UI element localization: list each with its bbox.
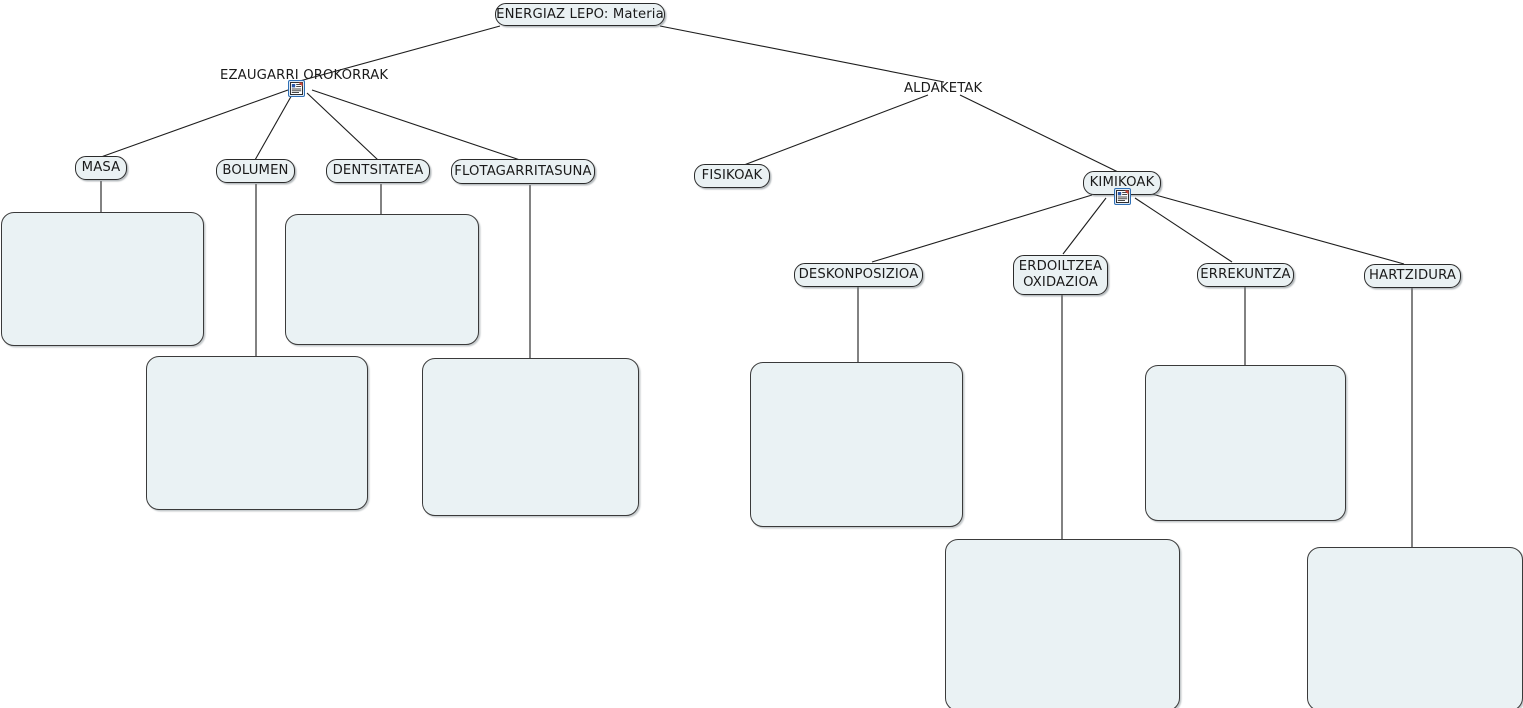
edge-root-aldaketak [659,25,945,83]
edge-ezaugarri-flotagarritasuna [311,89,521,161]
node-masa[interactable]: MASA [75,156,127,180]
edge-kimikoak-hartzidura [1151,193,1405,265]
edge-aldaketak-kimikoak [959,94,1119,173]
note-document-icon-ezaugarri[interactable] [288,80,305,97]
node-hartzidura[interactable]: HARTZIDURA [1364,264,1461,288]
content-box-deskonposizioa[interactable] [750,362,963,527]
node-bolumen[interactable]: BOLUMEN [216,159,295,183]
node-kimikoak[interactable]: KIMIKOAK [1083,171,1161,195]
edge-kimikoak-deskonposizioa [871,194,1093,263]
content-box-hartzidura[interactable] [1307,547,1523,708]
node-dentsitatea[interactable]: DENTSITATEA [326,159,430,183]
content-box-bolumen[interactable] [146,356,368,510]
content-box-errekuntza[interactable] [1145,365,1346,521]
edge-aldaketak-fisikoak [743,94,929,166]
node-aldaketak[interactable]: ALDAKETAK [904,81,983,96]
edge-kimikoak-errekuntza [1134,197,1233,263]
node-erdoiltzea-oxidazioa[interactable]: ERDOILTZEA OXIDAZIOA [1013,255,1108,295]
note-document-icon-kimikoak[interactable] [1114,188,1131,205]
content-box-erdoiltzea[interactable] [945,539,1180,708]
content-box-masa[interactable] [1,212,204,346]
edge-ezaugarri-masa [100,89,289,158]
edge-kimikoak-erdoiltzea [1062,197,1107,255]
node-errekuntza[interactable]: ERREKUNTZA [1197,263,1294,287]
edge-ezaugarri-bolumen [254,92,294,161]
content-box-flotagarritasuna[interactable] [422,358,639,516]
edge-ezaugarri-dentsitatea [306,92,379,161]
node-fisikoak[interactable]: FISIKOAK [694,164,770,188]
node-deskonposizioa[interactable]: DESKONPOSIZIOA [794,263,923,287]
node-root[interactable]: ENERGIAZ LEPO: Materia [495,3,665,26]
node-flotagarritasuna[interactable]: FLOTAGARRITASUNA [451,159,595,184]
content-box-dentsitatea[interactable] [285,214,479,345]
